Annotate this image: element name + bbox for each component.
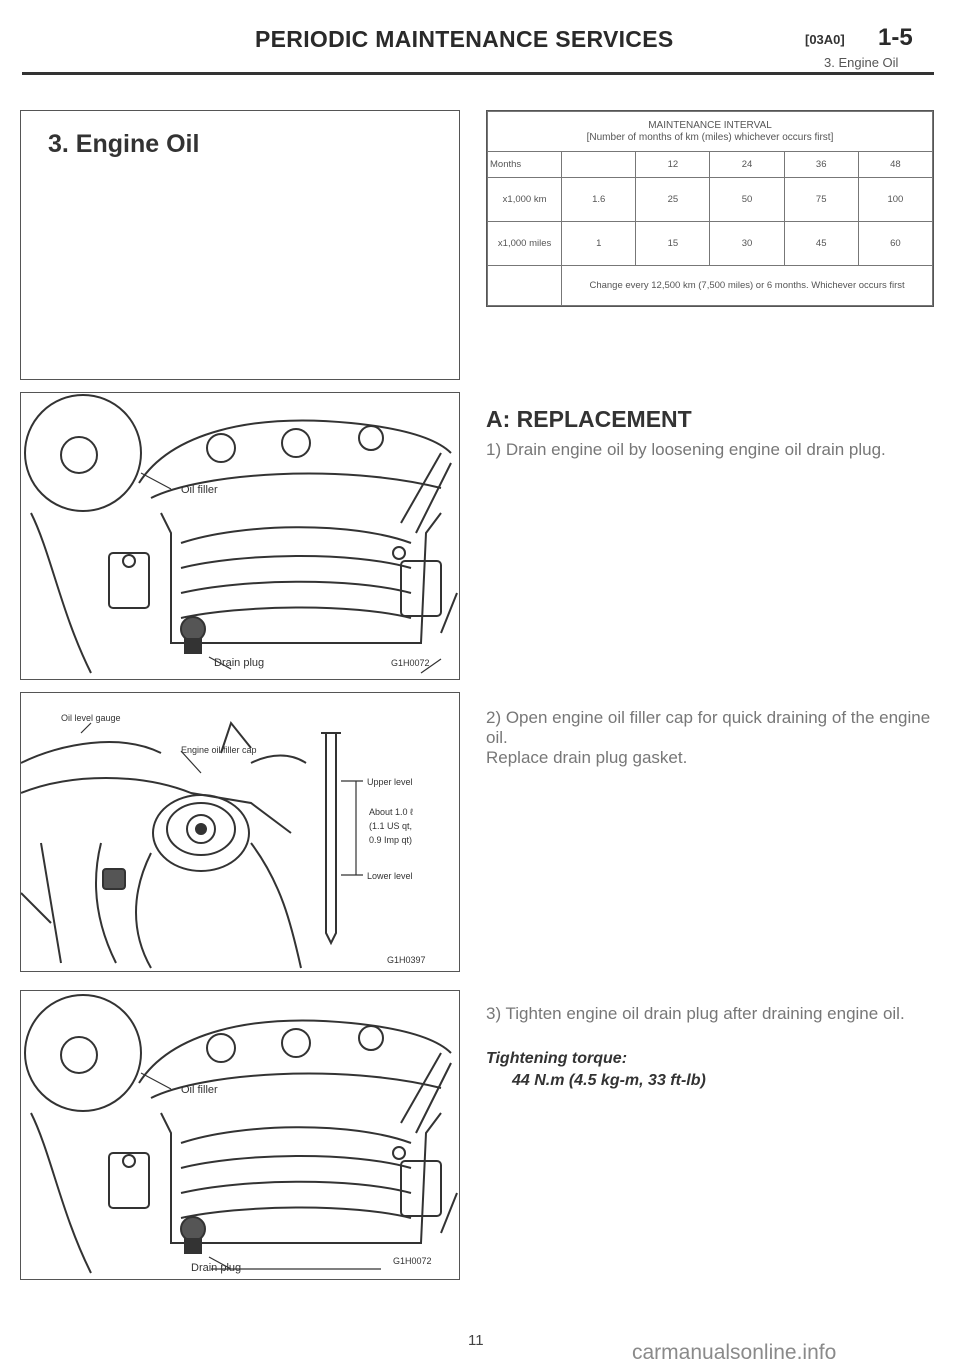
table-cell: 75 xyxy=(783,177,859,222)
table-cell: 1.6 xyxy=(561,177,637,222)
table-cell: 45 xyxy=(783,221,859,266)
table-note: Change every 12,500 km (7,500 miles) or … xyxy=(561,265,933,306)
label-drain-plug: Drain plug xyxy=(191,1262,241,1274)
figure-oil-pan-tighten: Oil filler Drain plug G1H0072 xyxy=(20,990,460,1280)
table-cell: 24 xyxy=(709,151,785,178)
table-caption-line1: MAINTENANCE INTERVAL xyxy=(648,119,772,131)
step-2b-text: Replace drain plug gasket. xyxy=(486,748,688,767)
label-oil-filler: Oil filler xyxy=(181,1084,218,1096)
table-caption-line2: [Number of months of km (miles) whicheve… xyxy=(586,131,834,143)
table-row: x1,000 km 1.6 25 50 75 100 xyxy=(486,177,934,222)
torque-value: 44 N.m (4.5 kg-m, 33 ft-lb) xyxy=(512,1072,706,1089)
table-cell xyxy=(561,151,637,178)
table-cell: 48 xyxy=(857,151,934,178)
label-lower-level: Lower level xyxy=(367,871,413,881)
table-cell: 100 xyxy=(857,177,934,222)
replacement-heading: A: REPLACEMENT xyxy=(486,406,692,432)
step-3-text: 3) Tighten engine oil drain plug after d… xyxy=(486,1004,905,1023)
figure-code: G1H0397 xyxy=(387,955,426,965)
torque-label: Tightening torque: xyxy=(486,1050,628,1067)
engine-oil-pan-illustration: Oil filler Drain plug G1H0072 xyxy=(24,394,458,674)
label-about-imp-qt: 0.9 Imp qt) xyxy=(369,835,412,845)
table-caption: MAINTENANCE INTERVAL [Number of months o… xyxy=(487,111,933,152)
table-cell: x1,000 km xyxy=(486,177,563,222)
table-cell: 1 xyxy=(561,221,637,266)
label-upper-level: Upper level xyxy=(367,777,413,787)
table-row: Months 12 24 36 48 xyxy=(486,151,934,178)
label-engine-oil-filler-cap: Engine oil filler cap xyxy=(181,745,257,755)
figure-code: G1H0072 xyxy=(393,1256,432,1266)
table-row: x1,000 miles 1 15 30 45 60 xyxy=(486,221,934,266)
table-cell: Months xyxy=(486,151,563,178)
page-header-title: PERIODIC MAINTENANCE SERVICES xyxy=(255,26,674,52)
section-title-box xyxy=(20,110,460,380)
table-row: Change every 12,500 km (7,500 miles) or … xyxy=(486,265,933,306)
section-title: 3. Engine Oil xyxy=(48,130,200,158)
label-drain-plug: Drain plug xyxy=(214,657,264,669)
label-oil-filler: Oil filler xyxy=(181,484,218,496)
table-cell: 25 xyxy=(635,177,711,222)
table-cell: x1,000 miles xyxy=(486,221,563,266)
oil-filler-cap-illustration: Oil level gauge Engine oil filler cap Up… xyxy=(21,713,426,969)
label-about-liters: About 1.0 ℓ xyxy=(369,807,414,817)
header-rule xyxy=(22,72,934,75)
table-cell: 12 xyxy=(635,151,711,178)
table-cell: 15 xyxy=(635,221,711,266)
table-cell: 30 xyxy=(709,221,785,266)
table-cell: 50 xyxy=(709,177,785,222)
header-subtitle: 3. Engine Oil xyxy=(824,55,899,70)
page-reference: 1-5 xyxy=(878,24,913,51)
step-2-text: 2) Open engine oil filler cap for quick … xyxy=(486,708,931,747)
section-code: [03A0] xyxy=(805,32,845,47)
table-cell xyxy=(486,265,563,306)
page-number: 11 xyxy=(468,1332,484,1349)
table-cell: 36 xyxy=(783,151,859,178)
label-oil-level-gauge: Oil level gauge xyxy=(61,713,121,723)
figure-oil-level-gauge: Oil level gauge Engine oil filler cap Up… xyxy=(20,692,460,972)
figure-oil-pan-drain: Oil filler Drain plug G1H0072 xyxy=(20,392,460,680)
engine-oil-pan-illustration: Oil filler Drain plug G1H0072 xyxy=(24,994,458,1274)
figure-code: G1H0072 xyxy=(391,658,430,668)
step-1-text: 1) Drain engine oil by loosening engine … xyxy=(486,440,886,459)
label-about-us-qt: (1.1 US qt, xyxy=(369,821,412,831)
watermark: carmanualsonline.info xyxy=(632,1341,837,1364)
maintenance-interval-table: MAINTENANCE INTERVAL [Number of months o… xyxy=(486,110,934,307)
table-cell: 60 xyxy=(857,221,934,266)
